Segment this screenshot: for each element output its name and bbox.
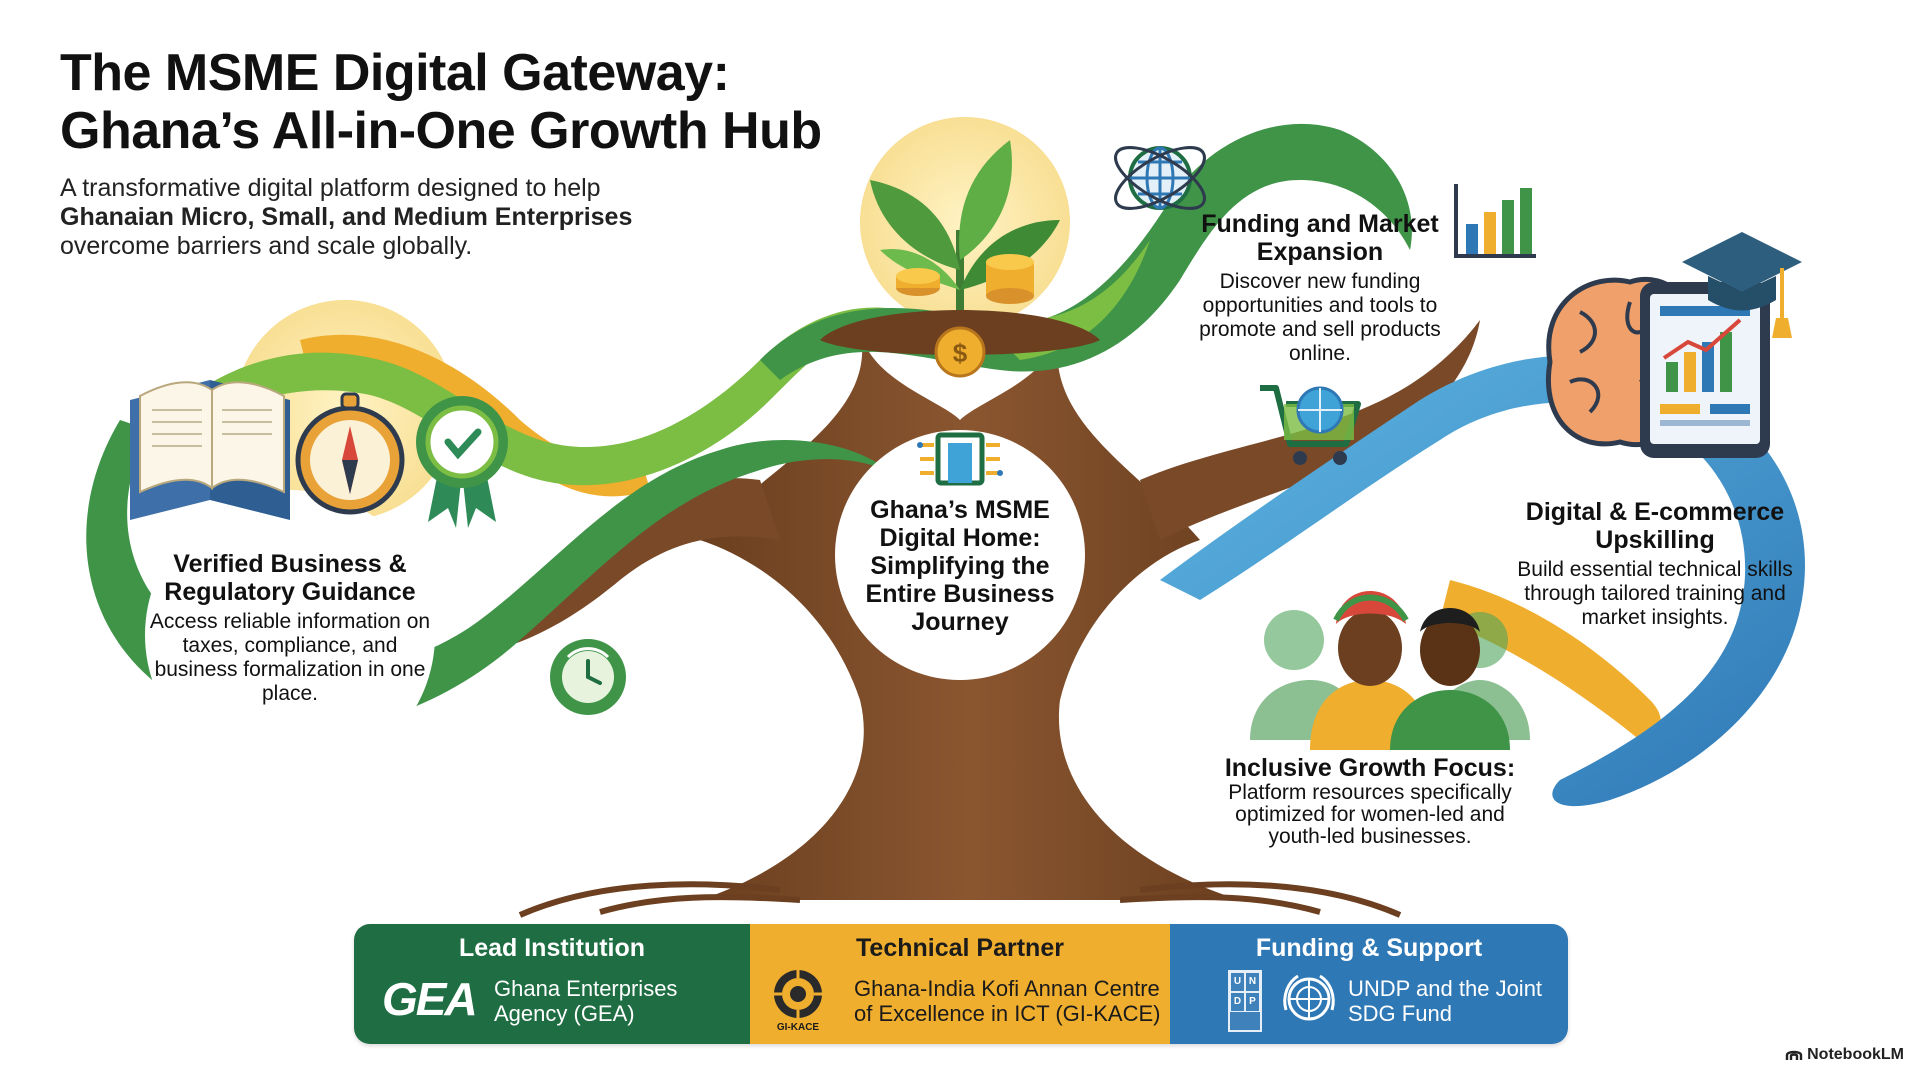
tablet-chart-icon — [1640, 282, 1770, 458]
partner-funding-name: UNDP and the Joint SDG Fund — [1348, 976, 1543, 1026]
inclusive-growth-heading: Inclusive Growth Focus: — [1224, 754, 1516, 782]
funding-expansion-heading: Funding and Market Expansion — [1201, 210, 1439, 266]
center-hub-card: Ghana’s MSME Digital Home: Simplifying t… — [845, 496, 1075, 636]
notebooklm-logo-icon — [1785, 1050, 1803, 1060]
partner-lead-name: Ghana Enterprises Agency (GEA) — [494, 976, 678, 1026]
un-emblem-icon — [1283, 974, 1335, 1021]
clock-gear-icon — [550, 639, 626, 715]
title-line-1: The MSME Digital Gateway: — [60, 44, 730, 102]
partner-lead-heading: Lead Institution — [458, 934, 646, 962]
partner-lead-institution: Lead Institution GEA Ghana Enterprises A… — [354, 924, 750, 1044]
notebooklm-brand: NotebookLM — [1785, 1046, 1904, 1064]
notebooklm-label: NotebookLM — [1807, 1046, 1904, 1063]
funding-expansion-description: Discover new funding opportunities and t… — [1199, 270, 1441, 365]
svg-text:$: $ — [953, 338, 968, 368]
partner-technical-heading: Technical Partner — [856, 934, 1064, 962]
subtitle-post: overcome barriers and scale globally. — [60, 232, 473, 260]
partner-technical-name: Ghana-India Kofi Annan Centre of Excelle… — [854, 976, 1161, 1026]
coins-icon: $ — [896, 254, 1034, 378]
undp-letter: P — [1245, 992, 1260, 1012]
subtitle-bold: Ghanaian Micro, Small, and Medium Enterp… — [60, 203, 633, 231]
green-ribbon-left — [86, 420, 900, 732]
center-hub-heading: Ghana’s MSME Digital Home: Simplifying t… — [865, 496, 1055, 636]
people-icon — [1250, 591, 1530, 750]
digital-upskilling-description: Build essential technical skills through… — [1517, 558, 1793, 629]
shopping-cart-globe-icon — [1260, 385, 1361, 465]
gea-logo: GEA — [382, 973, 478, 1025]
compass-icon — [295, 392, 405, 515]
undp-letter: D — [1230, 992, 1245, 1012]
verified-guidance-description: Access reliable information on taxes, co… — [149, 610, 431, 705]
gi-kace-emblem-icon — [774, 970, 822, 1018]
globe-network-icon — [1114, 146, 1206, 210]
undp-letter: N — [1245, 972, 1260, 992]
tree-roots — [518, 881, 1402, 918]
inclusive-growth-description: Platform resources specifically optimize… — [1228, 781, 1512, 848]
digital-upskilling-card: Digital & E-commerce Upskilling Build es… — [1505, 498, 1805, 630]
subtitle-pre: A transformative digital platform design… — [60, 174, 601, 202]
undp-letter: U — [1230, 972, 1245, 992]
page-subtitle: A transformative digital platform design… — [60, 174, 740, 261]
bar-chart-icon — [1454, 184, 1536, 258]
funding-expansion-card: Funding and Market Expansion Discover ne… — [1180, 210, 1460, 366]
inclusive-growth-card: Inclusive Growth Focus: Platform resourc… — [1215, 754, 1525, 848]
open-book-icon — [130, 380, 290, 520]
title-line-2: Ghana’s All-in-One Growth Hub — [60, 102, 822, 160]
partner-bar: Lead Institution GEA Ghana Enterprises A… — [354, 924, 1568, 1044]
partner-funding: Funding & Support U N D P UNDP and the J… — [1170, 924, 1568, 1044]
partner-technical: Technical Partner GI-KACE Ghana-India Ko… — [750, 924, 1170, 1044]
blue-ribbon-right — [1160, 355, 1805, 807]
page-title: The MSME Digital Gateway: Ghana’s All-in… — [60, 44, 960, 160]
check-badge-icon — [416, 396, 508, 528]
gi-kace-logo: GI-KACE — [768, 966, 828, 1036]
center-hub-circle — [835, 430, 1085, 680]
verified-card-circle — [145, 490, 435, 780]
digital-upskilling-heading: Digital & E-commerce Upskilling — [1525, 498, 1785, 554]
circuit-door-icon — [917, 432, 1003, 486]
undp-logo: U N D P — [1228, 970, 1262, 1032]
partner-funding-heading: Funding & Support — [1255, 934, 1483, 962]
verified-guidance-heading: Verified Business & Regulatory Guidance — [164, 550, 416, 606]
green-ribbon-left-light — [150, 307, 900, 486]
gi-kace-logo-text: GI-KACE — [776, 1022, 820, 1033]
graduation-cap-icon — [1682, 232, 1802, 338]
verified-guidance-card: Verified Business & Regulatory Guidance … — [140, 550, 440, 706]
